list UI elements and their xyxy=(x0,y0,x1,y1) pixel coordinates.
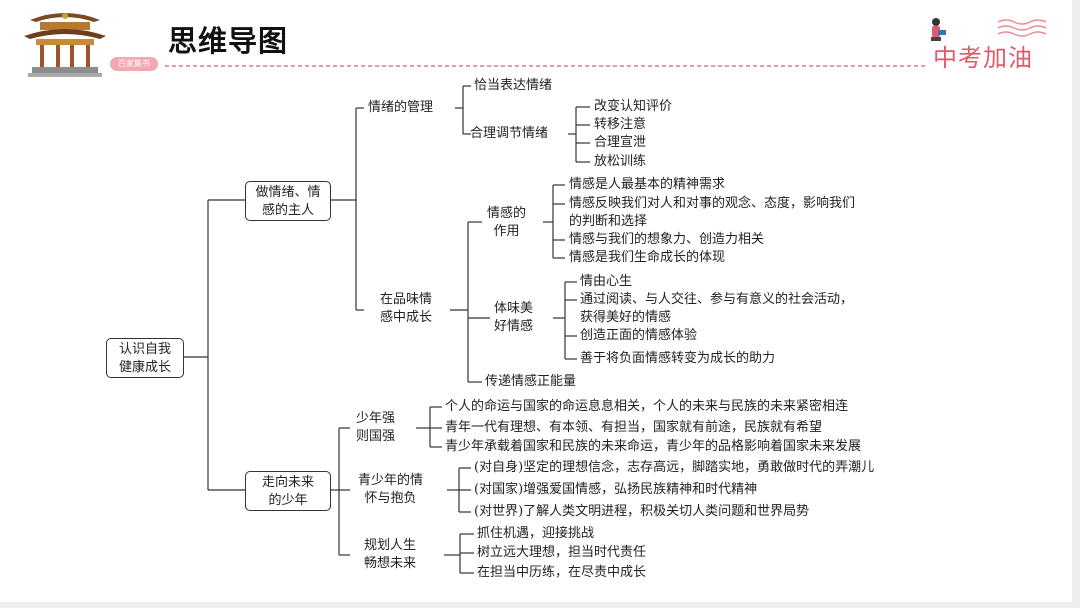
node-regulate-emotions: 合理调节情绪 xyxy=(470,126,549,141)
list-item: 情感反映我们对人和对事的观念、态度，影响我们 的判断和选择 xyxy=(569,196,856,229)
list-item: 抓住机遇，迎接挑战 xyxy=(477,526,595,541)
node-grow-through-feelings: 在品味情 感中成长 xyxy=(380,292,433,325)
branch-node-emotions: 做情绪、情 感的主人 xyxy=(245,181,331,221)
page-title: 思维导图 xyxy=(168,24,289,58)
list-item: 情感与我们的想象力、创造力相关 xyxy=(569,232,765,247)
list-item: 通过阅读、与人交往、参与有意义的社会活动， 获得美好的情感 xyxy=(580,292,854,325)
reading-student-icon xyxy=(931,18,1047,41)
list-item: 改变认知评价 xyxy=(594,99,673,114)
list-item: (对国家)增强爱国情感，弘扬民族精神和时代精神 xyxy=(474,482,758,497)
list-item: 情由心生 xyxy=(580,274,633,289)
list-item: 情感是人最基本的精神需求 xyxy=(569,177,726,192)
root-node: 认识自我 健康成长 xyxy=(106,338,184,378)
header-tag: 百家集书 xyxy=(110,57,158,71)
node-savor-good-feelings: 体味美 好情感 xyxy=(494,301,534,334)
node-youth-aspirations: 青少年的情 怀与抱负 xyxy=(358,473,424,506)
list-item: 个人的命运与国家的命运息息相关，个人的未来与民族的未来紧密相连 xyxy=(445,399,849,414)
header-divider xyxy=(165,65,925,67)
list-item: 放松训练 xyxy=(594,154,647,169)
node-role-of-feelings: 情感的 作用 xyxy=(487,206,527,239)
list-item: 在担当中历练，在尽责中成长 xyxy=(477,565,647,580)
list-item: (对世界)了解人类文明进程，积极关切人类问题和世界局势 xyxy=(474,504,810,519)
list-item: 合理宣泄 xyxy=(594,135,647,150)
list-item: (对自身)坚定的理想信念，志存高远，脚踏实地，勇敢做时代的弄潮儿 xyxy=(474,460,875,475)
node-strong-youth-strong-nation: 少年强 则国强 xyxy=(356,411,396,444)
slogan-text: 中考加油 xyxy=(933,44,1033,72)
branch-node-future-youth: 走向未来 的少年 xyxy=(245,471,331,511)
list-item: 青少年承载着国家和民族的未来命运，青少年的品格影响着国家未来发展 xyxy=(445,439,862,454)
list-item: 青年一代有理想、有本领、有担当，国家就有前途，民族就有希望 xyxy=(445,420,823,435)
list-item: 转移注意 xyxy=(594,117,647,132)
list-item: 情感是我们生命成长的体现 xyxy=(569,250,726,265)
node-spread-positive-energy: 传递情感正能量 xyxy=(485,374,577,389)
pavilion-logo-icon xyxy=(24,13,106,77)
node-plan-life-future: 规划人生 畅想未来 xyxy=(364,538,417,571)
list-item: 树立远大理想，担当时代责任 xyxy=(477,545,647,560)
node-express-emotions: 恰当表达情绪 xyxy=(474,78,553,93)
list-item: 创造正面的情感体验 xyxy=(580,328,698,343)
list-item: 善于将负面情感转变为成长的助力 xyxy=(580,351,776,366)
node-emotion-management: 情绪的管理 xyxy=(368,100,434,115)
